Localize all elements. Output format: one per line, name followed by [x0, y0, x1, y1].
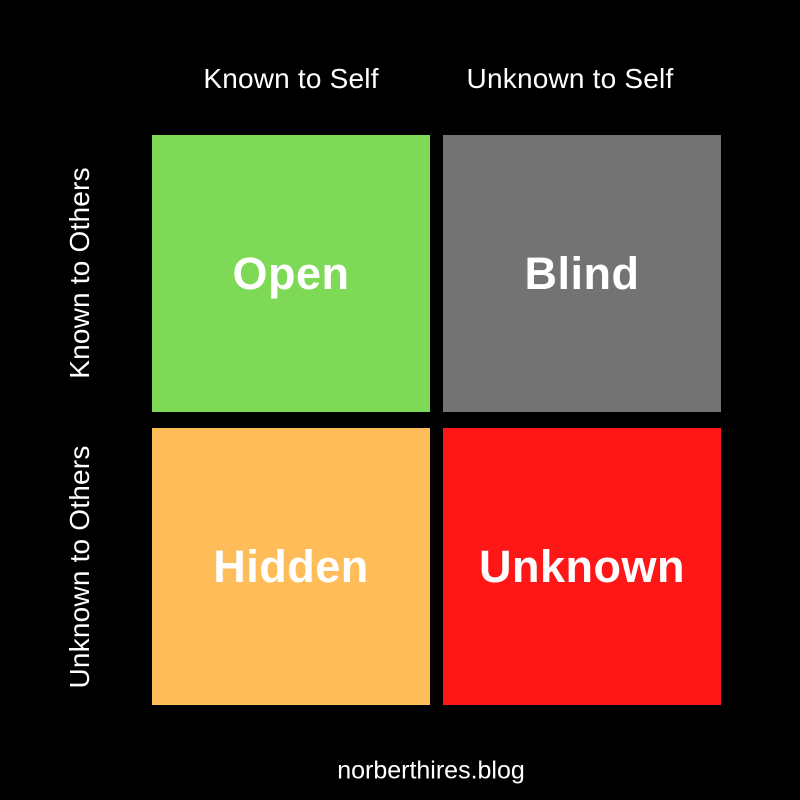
quadrant-open-label: Open — [232, 247, 350, 299]
row-label-known-to-others: Known to Others — [64, 167, 95, 379]
row-label-unknown-to-others: Unknown to Others — [64, 445, 95, 689]
quadrant-open: Open — [152, 135, 430, 412]
quadrant-blind: Blind — [443, 135, 721, 412]
quadrant-unknown: Unknown — [443, 428, 721, 705]
quadrant-blind-label: Blind — [524, 247, 640, 299]
quadrant-grid: Open Blind Hidden Unknown — [152, 135, 721, 705]
quadrant-hidden-label: Hidden — [213, 540, 369, 592]
footer-site-credit: norberthires.blog — [337, 756, 525, 785]
quadrant-hidden: Hidden — [152, 428, 430, 705]
quadrant-unknown-label: Unknown — [479, 540, 685, 592]
column-header-unknown-to-self: Unknown to Self — [466, 63, 674, 94]
column-header-known-to-self: Known to Self — [203, 63, 379, 94]
